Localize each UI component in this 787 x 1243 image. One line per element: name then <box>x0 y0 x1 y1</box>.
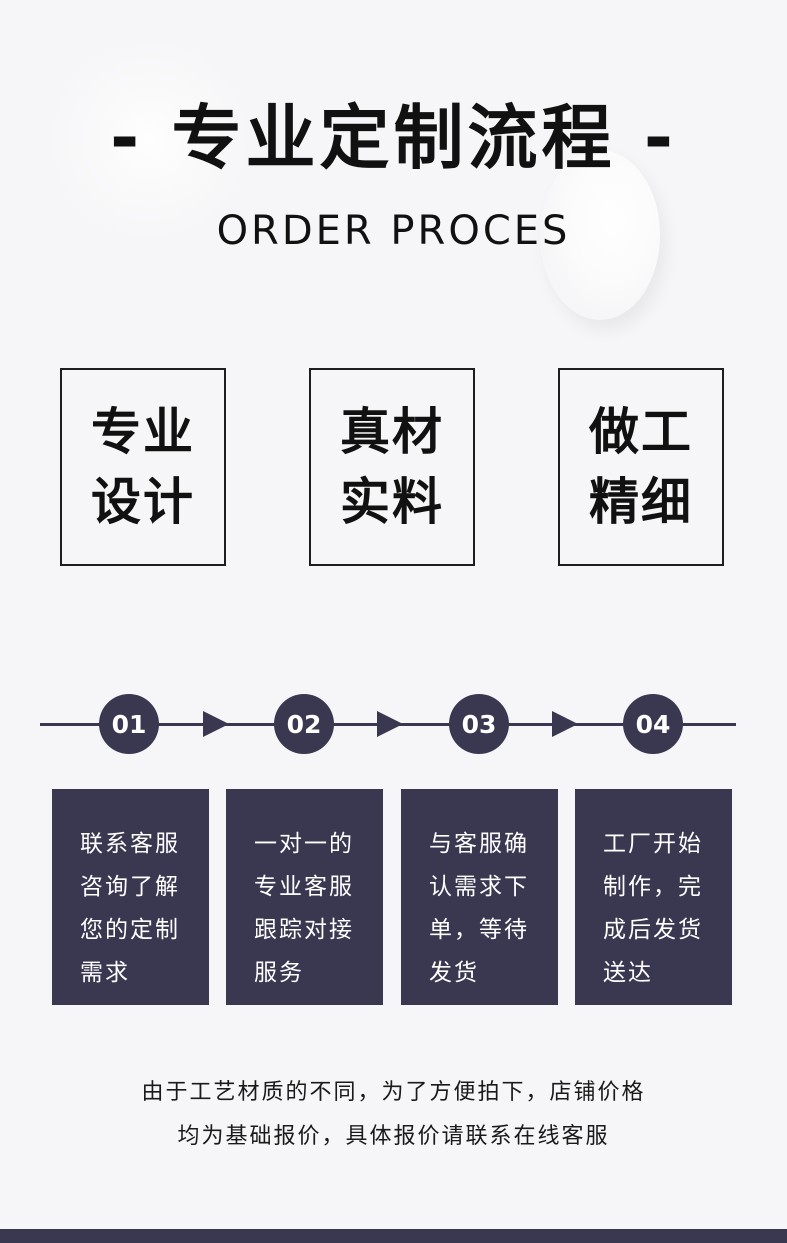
step-text-line: 与客服确 <box>429 831 529 857</box>
feature-box-material: 真材 实料 <box>309 368 475 566</box>
page-title: - 专业定制流程 - <box>110 97 677 179</box>
feature-box-design: 专业 设计 <box>60 368 226 566</box>
step-text-line: 制作，完 <box>603 874 703 900</box>
feature-line: 专业 <box>91 403 195 461</box>
step-text-line: 成后发货 <box>603 917 703 943</box>
step-text-line: 联系客服 <box>80 831 180 857</box>
step-card: 与客服确 认需求下 单，等待 发货 <box>401 789 558 1005</box>
arrow-right-icon <box>552 711 578 737</box>
pricing-note-line: 由于工艺材质的不同，为了方便拍下，店铺价格 <box>141 1080 646 1105</box>
pricing-note-line: 均为基础报价，具体报价请联系在线客服 <box>177 1124 610 1149</box>
feature-line: 实料 <box>340 473 444 531</box>
feature-box-workmanship: 做工 精细 <box>558 368 724 566</box>
feature-line: 做工 <box>589 403 693 461</box>
step-text-line: 跟踪对接 <box>254 917 354 943</box>
step-text-line: 工厂开始 <box>603 831 703 857</box>
feature-line: 设计 <box>91 473 195 531</box>
step-text-line: 服务 <box>254 960 304 986</box>
bottom-bar <box>0 1229 787 1243</box>
step-text-line: 专业客服 <box>254 874 354 900</box>
step-card: 联系客服 咨询了解 您的定制 需求 <box>52 789 209 1005</box>
feature-line: 精细 <box>589 473 693 531</box>
arrow-right-icon <box>203 711 229 737</box>
step-card: 工厂开始 制作，完 成后发货 送达 <box>575 789 732 1005</box>
step-text-line: 一对一的 <box>254 831 354 857</box>
step-text-line: 发货 <box>429 960 479 986</box>
page-subtitle: ORDER PROCES <box>216 208 571 254</box>
step-text-line: 需求 <box>80 960 130 986</box>
step-text-line: 认需求下 <box>429 874 529 900</box>
feature-line: 真材 <box>340 403 444 461</box>
step-number-badge: 03 <box>449 694 509 754</box>
arrow-right-icon <box>377 711 403 737</box>
step-text-line: 您的定制 <box>80 917 180 943</box>
step-text-line: 单，等待 <box>429 917 529 943</box>
step-number-badge: 04 <box>623 694 683 754</box>
step-card: 一对一的 专业客服 跟踪对接 服务 <box>226 789 383 1005</box>
step-number-badge: 02 <box>274 694 334 754</box>
step-text-line: 送达 <box>603 960 653 986</box>
step-text-line: 咨询了解 <box>80 874 180 900</box>
step-number-badge: 01 <box>99 694 159 754</box>
